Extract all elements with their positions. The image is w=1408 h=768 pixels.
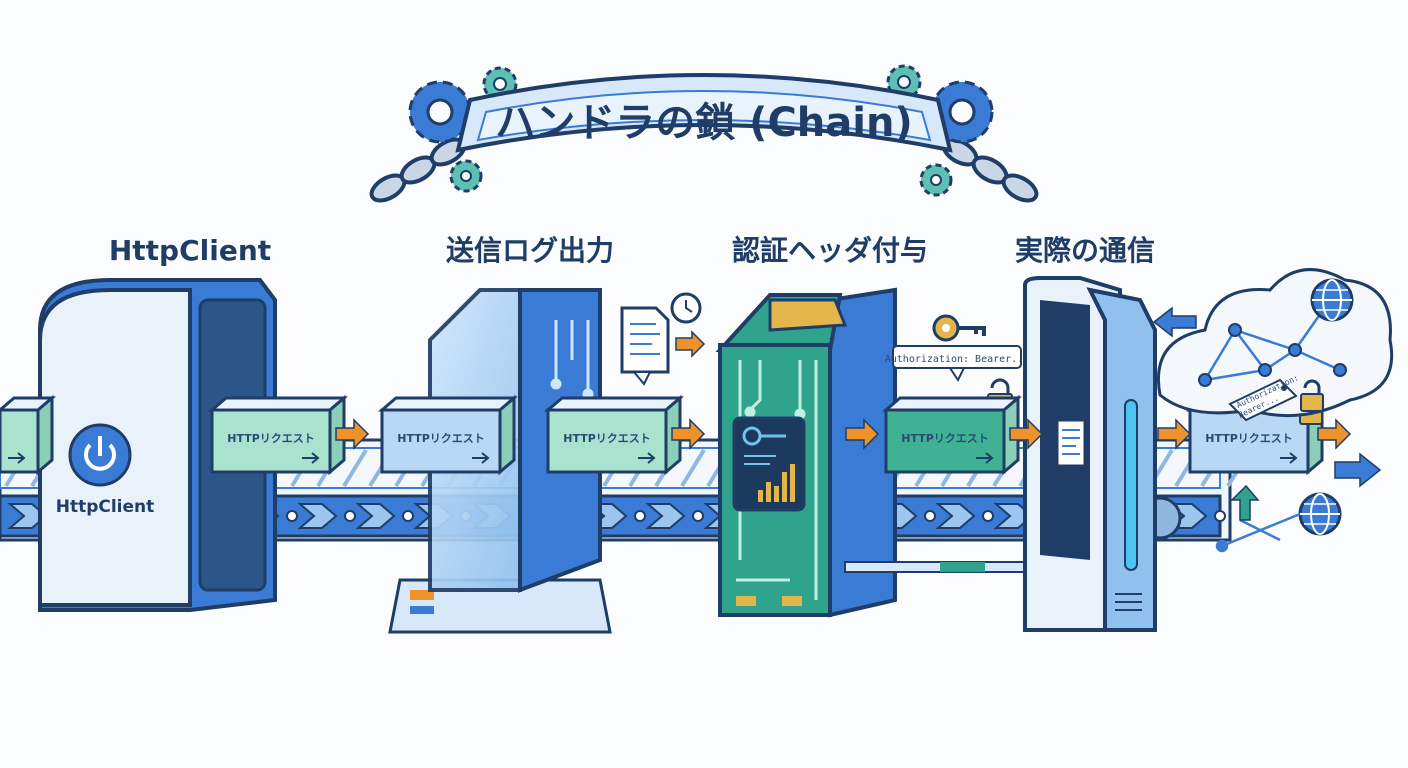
arrow-layer — [335, 418, 1352, 450]
packet-label: HTTPリクエスト — [397, 432, 485, 445]
arrow-left-icon — [1152, 306, 1197, 338]
arrow-right-icon — [335, 418, 370, 450]
arrow-right-icon — [675, 330, 706, 358]
gear-icon — [930, 80, 994, 144]
gold-key-icon — [932, 314, 986, 342]
small-arrow-icon — [472, 452, 490, 464]
globe-icon — [1298, 492, 1342, 536]
auth-gate: Authorization: Bearer... — [715, 287, 1071, 618]
auth-bubble-text: Authorization: Bearer... — [885, 354, 1030, 365]
title-banner: ハンドラの鎖 (Chain) — [369, 64, 1039, 203]
globe-icon — [1310, 278, 1354, 322]
stage-label-transport: 実際の通信 — [1015, 234, 1155, 267]
clock-icon — [670, 292, 702, 324]
packet-box — [0, 394, 57, 476]
page-title: ハンドラの鎖 (Chain) — [495, 100, 913, 146]
small-arrow-icon — [8, 452, 26, 464]
transport-tower — [1023, 276, 1157, 632]
packet-label: HTTPリクエスト — [901, 432, 989, 445]
stage-label-httpclient: HttpClient — [109, 234, 271, 267]
packet-label: HTTPリクエスト — [563, 432, 651, 445]
small-arrow-icon — [638, 452, 656, 464]
small-arrow-icon — [1280, 452, 1298, 464]
log-document-icon — [620, 306, 670, 386]
packet-box: HTTPリクエスト — [377, 394, 519, 476]
arrow-right-icon — [1009, 418, 1044, 450]
httpclient-device-label: HttpClient — [56, 497, 155, 517]
power-icon — [68, 423, 132, 487]
gear-icon — [449, 159, 483, 193]
stage-label-auth: 認証ヘッダ付与 — [732, 234, 928, 267]
auth-speech-bubble: Authorization: Bearer... — [885, 345, 1030, 382]
document-icon — [1055, 418, 1087, 468]
packet-label: HTTPリクエスト — [227, 432, 315, 445]
padlock-icon — [1300, 379, 1324, 412]
key-icon — [742, 426, 786, 446]
httpclient-device: HttpClient — [38, 278, 277, 612]
stage-label-logging: 送信ログ出力 — [446, 234, 614, 267]
small-arrow-icon — [302, 452, 320, 464]
arrow-right-icon — [671, 418, 706, 450]
arrow-right-icon — [1317, 418, 1352, 450]
arrow-up-icon — [1230, 484, 1260, 521]
packet-layer: HTTPリクエスト HTTPリクエスト HTTPリクエスト HTTPリクエスト HTTP… — [0, 393, 1327, 476]
packet-box: HTTPリクエスト — [543, 394, 685, 476]
arrow-right-icon — [845, 418, 880, 450]
left-chain-icon — [369, 137, 467, 203]
packet-box: HTTPリクエスト — [881, 394, 1023, 476]
network-cloud: Authorization: Bearer... — [1152, 268, 1394, 553]
arrow-right-icon — [1157, 418, 1192, 450]
arrow-right-icon — [1334, 452, 1382, 488]
small-arrow-icon — [976, 452, 994, 464]
packet-box: HTTPリクエスト — [207, 394, 349, 476]
right-chain-icon — [941, 137, 1039, 203]
gear-icon — [919, 163, 953, 197]
packet-label: HTTPリクエスト — [1205, 432, 1293, 445]
